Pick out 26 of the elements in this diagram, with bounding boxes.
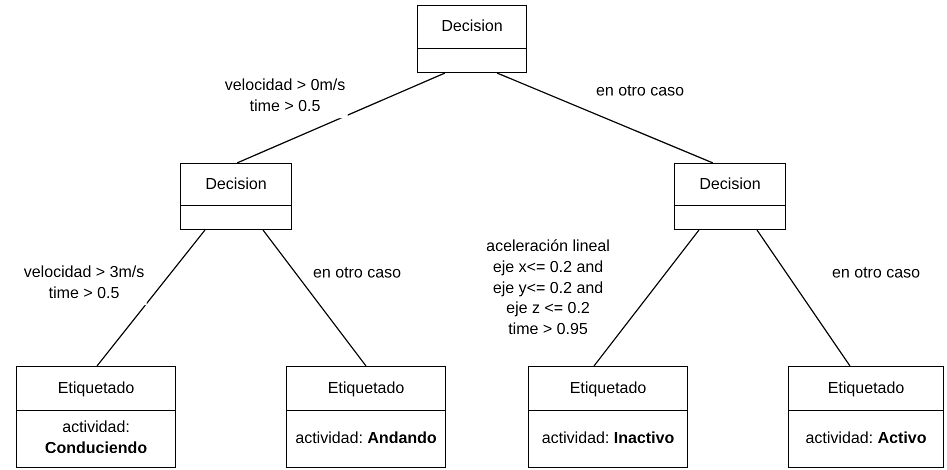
connector-line [756,230,851,366]
label-box [16,366,176,468]
decision-box [674,163,786,230]
decision-box [417,5,527,73]
node-text: actividad: Conduciendo [44,418,148,459]
node-title: Etiquetado [58,380,134,398]
connector-line [96,230,206,366]
edge-label: velocidad > 0m/s time > 0.5 [222,76,348,118]
decision-box [180,163,292,230]
connector-line [496,72,714,164]
node-title: Etiquetado [570,380,646,398]
node-title: Decision [205,176,267,194]
node-text: actividad: Inactivo [542,428,674,449]
edge-label: velocidad > 3m/s time > 0.5 [22,263,146,305]
node-text: actividad: Activo [806,428,926,449]
label-box [286,366,446,468]
node-text: actividad: Andando [295,428,437,449]
node-title: Etiquetado [828,380,904,398]
label-box [528,366,688,468]
connector-line [236,72,446,164]
node-title: Etiquetado [328,380,404,398]
connector-line [593,230,700,366]
node-title: Decision [441,18,503,36]
label-box [788,366,944,468]
node-title: Decision [699,176,761,194]
connector-line [262,230,367,366]
